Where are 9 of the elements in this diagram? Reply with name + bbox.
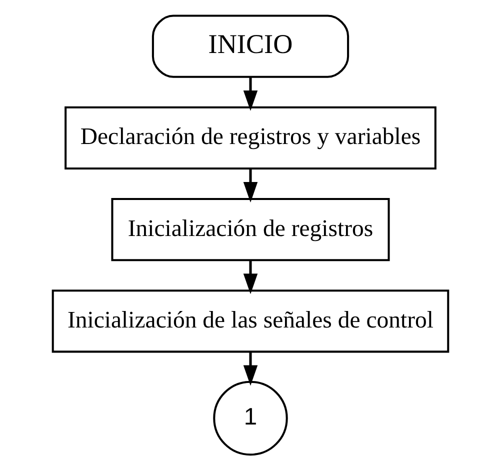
arrow bbox=[243, 168, 258, 202]
node-box: Declaración de registros y variables bbox=[64, 106, 436, 169]
node-box: Inicialización de las señales de control bbox=[52, 289, 450, 352]
node-circle: 1 bbox=[213, 380, 288, 456]
arrow bbox=[243, 76, 258, 110]
node-box: INICIO bbox=[152, 14, 350, 78]
node-box: Inicialización de registros bbox=[111, 198, 390, 261]
arrow bbox=[243, 351, 258, 386]
arrow bbox=[243, 260, 258, 294]
